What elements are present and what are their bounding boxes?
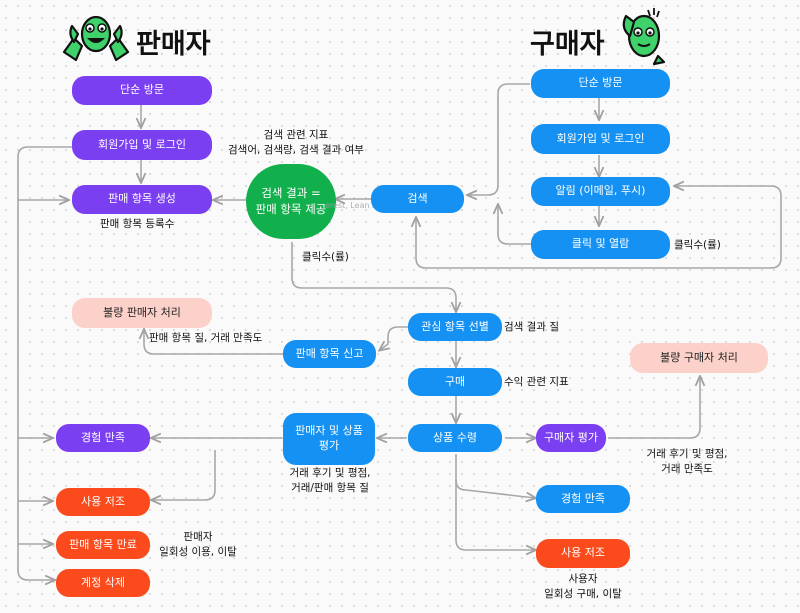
search-metric-label: 검색 관련 지표 검색어, 검색량, 검색 결과 여부 <box>228 129 364 157</box>
search-node: 검색 <box>371 185 464 213</box>
buyer-click-node: 클릭 및 열람 <box>531 230 670 259</box>
seller-aid-node: 사용 저조 <box>56 488 150 516</box>
ghost-watermark-text: erest, Lean Analytics <box>325 201 409 210</box>
buyer-aid-node: 사용 저조 <box>536 539 630 568</box>
buyer-bad-node: 불량 구매자 처리 <box>630 343 768 373</box>
revenue-metric-label: 수익 관련 지표 <box>504 376 569 388</box>
buyer-receive-node: 상품 수령 <box>408 424 502 452</box>
seller-visit-node: 단순 방문 <box>72 76 212 105</box>
buyer-mascot-icon <box>622 8 666 66</box>
quality-satisfaction-label: 판매 항목 질, 거래 만족도 <box>149 332 263 344</box>
seller-expire-node: 판매 항목 만료 <box>56 531 150 559</box>
seller-bad-node: 불량 판매자 처리 <box>72 298 212 328</box>
buyer-interest-node: 관심 항목 선별 <box>408 313 502 341</box>
review-metric-label: 거래 후기 및 평점, 거래/판매 항목 질 <box>289 467 371 495</box>
search-result-node: 검색 결과 = 판매 항목 제공 <box>246 164 336 239</box>
seller-delete-node: 계정 삭제 <box>56 569 150 597</box>
buyer-title: 구매자 <box>530 29 605 60</box>
seller-signup-node: 회원가입 및 로그인 <box>72 130 212 160</box>
seller-report-node: 판매 항목 신고 <box>283 340 376 368</box>
seller-create-node: 판매 항목 생성 <box>72 185 212 214</box>
buyer-exp-node: 경험 만족 <box>536 485 630 513</box>
buyer-review-metric-label: 거래 후기 및 평점, 거래 만족도 <box>646 448 728 476</box>
buyer-churn-label: 사용자 일회성 구매, 이탈 <box>544 573 622 601</box>
buyer-buy-node: 구매 <box>408 368 502 396</box>
create-count-label: 판매 항목 등록수 <box>100 218 175 230</box>
seller-churn-label: 판매자 일회성 이용, 이탈 <box>159 531 237 559</box>
buyer-signup-node: 회원가입 및 로그인 <box>531 124 670 154</box>
seller-review-node: 판매자 및 상품 평가 <box>283 413 375 465</box>
buyer-visit-node: 단순 방문 <box>531 69 670 98</box>
click-rate-label-2: 클릭수(률) <box>674 239 721 251</box>
seller-exp-node: 경험 만족 <box>56 424 150 452</box>
buyer-rate-node: 구매자 평가 <box>536 424 606 452</box>
click-rate-label-1: 클릭수(률) <box>302 251 349 263</box>
search-quality-label: 검색 결과 질 <box>504 321 559 333</box>
buyer-notify-node: 알림 (이메일, 푸시) <box>531 177 670 206</box>
seller-title: 판매자 <box>136 29 211 60</box>
seller-mascot-icon <box>62 15 130 62</box>
